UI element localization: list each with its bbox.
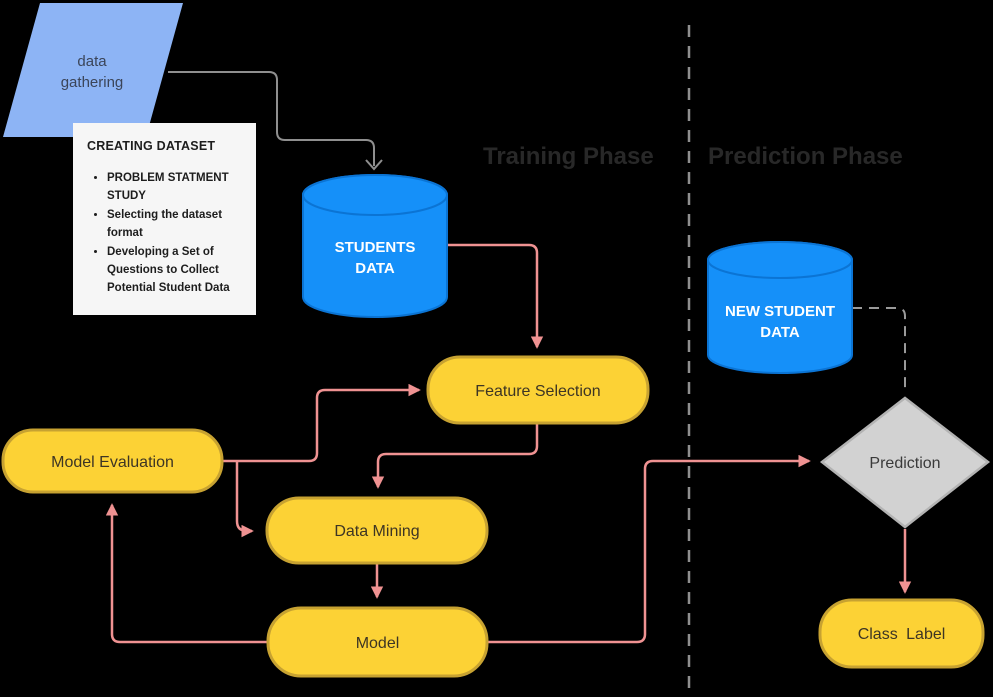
connector-model-to-model-evaluation	[105, 503, 268, 644]
prediction-shape	[819, 396, 991, 529]
data-gathering-shape	[3, 3, 183, 137]
model-shape	[266, 606, 489, 678]
connector-model-to-prediction	[487, 454, 811, 644]
students-data-shape	[302, 174, 448, 318]
class-label-shape	[818, 598, 985, 669]
connector-feature-selection-to-data-mining	[371, 423, 539, 489]
data-mining-shape	[265, 496, 489, 565]
note-bullet-item: Selecting the dataset format	[107, 206, 246, 242]
new-student-data-shape	[707, 241, 853, 374]
model-evaluation-shape	[1, 428, 224, 494]
connector-students-data-to-feature-selection	[447, 243, 544, 349]
prediction-phase-title: Prediction Phase	[708, 143, 903, 170]
connector-data-gathering-to-students-data	[168, 71, 375, 166]
note-title: CREATING DATASET	[87, 139, 216, 153]
training-phase-title: Training Phase	[483, 143, 654, 170]
note-bullet-list: PROBLEM STATMENT STUDY Selecting the dat…	[87, 169, 246, 297]
connector-model-evaluation-to-feature-selection	[222, 383, 421, 463]
note-bullet-item: PROBLEM STATMENT STUDY	[107, 169, 246, 205]
connector-new-student-data-to-prediction	[852, 307, 906, 393]
feature-selection-shape	[426, 355, 650, 425]
arrowhead-gray-icon	[365, 159, 383, 171]
note-bullet-item: Developing a Set of Questions to Collect…	[107, 243, 246, 297]
creating-dataset-note: CREATING DATASET PROBLEM STATMENT STUDY …	[73, 123, 256, 315]
connector-branch-to-data-mining	[235, 461, 254, 538]
